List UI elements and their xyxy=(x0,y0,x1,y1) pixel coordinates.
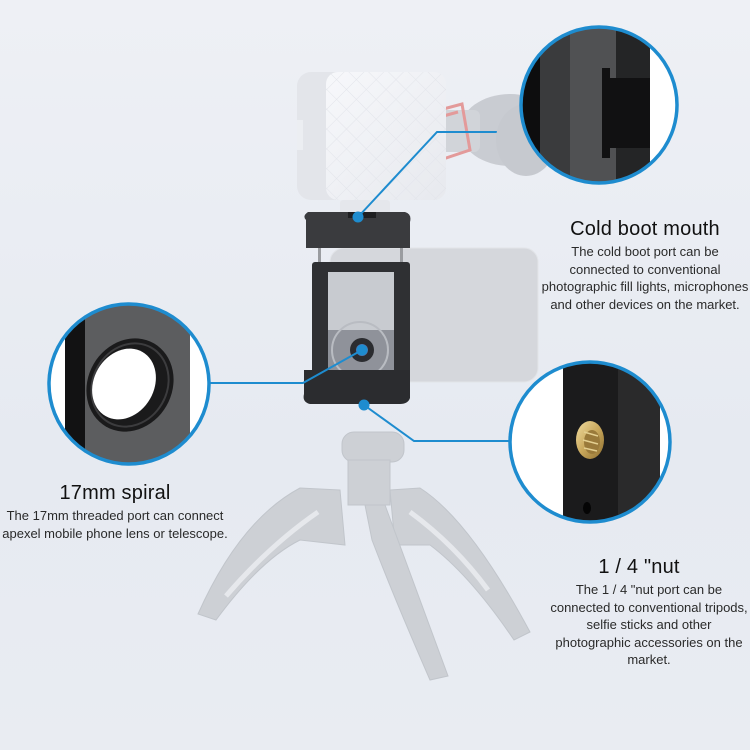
cold-boot-detail-icon xyxy=(496,25,679,185)
nut-caption: 1 / 4 "nut The 1 / 4 "nut port can be co… xyxy=(548,556,750,669)
spiral-zoom-circle[interactable] xyxy=(49,304,209,464)
cold-boot-title: Cold boot mouth xyxy=(570,218,720,240)
spiral-description: The 17mm threaded port can connect apexe… xyxy=(2,508,228,541)
spiral-caption: 17mm spiral The 17mm threaded port can c… xyxy=(0,482,230,542)
nut-title: 1 / 4 "nut xyxy=(598,556,680,578)
callout-dots xyxy=(352,211,370,411)
cold-boot-caption: Cold boot mouth The cold boot port can b… xyxy=(540,218,750,313)
fill-light-icon xyxy=(297,72,446,218)
nut-zoom-circle[interactable] xyxy=(510,362,670,522)
phone-clamp-icon xyxy=(303,212,411,404)
nut-description: The 1 / 4 "nut port can be connected to … xyxy=(550,582,748,667)
spiral-title: 17mm spiral xyxy=(59,482,171,504)
tripod-icon xyxy=(197,431,531,681)
callout-lines xyxy=(209,131,521,442)
cold-boot-zoom-circle[interactable] xyxy=(521,27,677,183)
cold-boot-description: The cold boot port can be connected to c… xyxy=(541,244,749,312)
spiral-detail-icon xyxy=(47,302,211,466)
